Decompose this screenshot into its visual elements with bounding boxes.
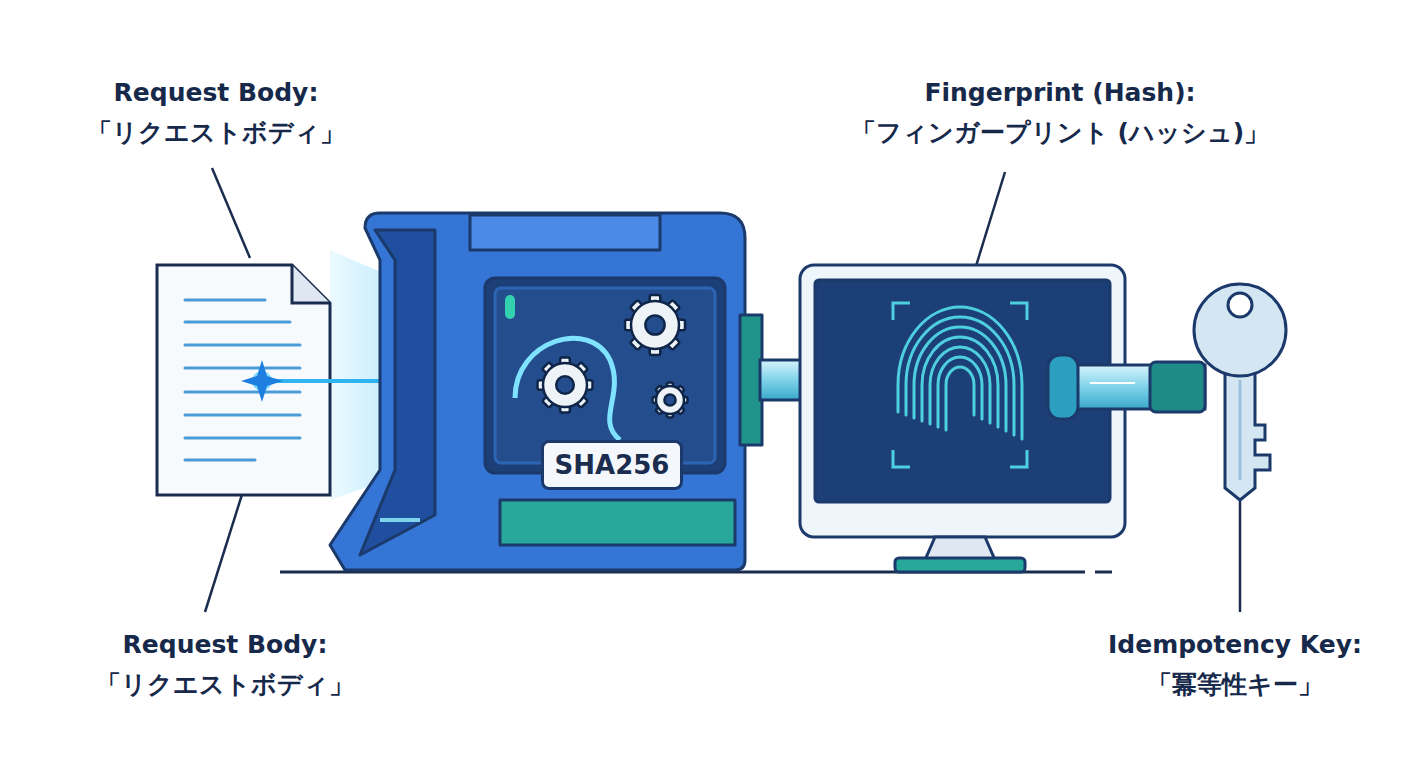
fingerprint bbox=[898, 307, 1022, 439]
gear bbox=[625, 295, 685, 355]
pipe bbox=[760, 360, 805, 400]
gear bbox=[653, 383, 688, 418]
callout-label: Fingerprint (Hash): bbox=[924, 78, 1195, 108]
key bbox=[1194, 284, 1286, 500]
callout-label: Request Body: bbox=[123, 630, 328, 660]
callout-label: 「リクエストボディ」 bbox=[96, 670, 354, 700]
leader-lines bbox=[205, 168, 1240, 612]
callout-label: 「フィンガープリント (ハッシュ)」 bbox=[851, 118, 1270, 148]
gear bbox=[538, 358, 593, 413]
monitor bbox=[800, 265, 1125, 572]
hash-machine bbox=[330, 213, 762, 570]
callout-label: 「冪等性キー」 bbox=[1147, 670, 1323, 700]
gears bbox=[538, 295, 688, 418]
callout-label: Request Body: bbox=[114, 78, 319, 108]
plate-text: SHA256 bbox=[555, 450, 670, 480]
callout-label: 「リクエストボディ」 bbox=[87, 118, 345, 148]
pipe bbox=[1048, 355, 1205, 419]
label-plate: SHA256 bbox=[541, 440, 684, 490]
callout-label: Idempotency Key: bbox=[1108, 630, 1362, 660]
